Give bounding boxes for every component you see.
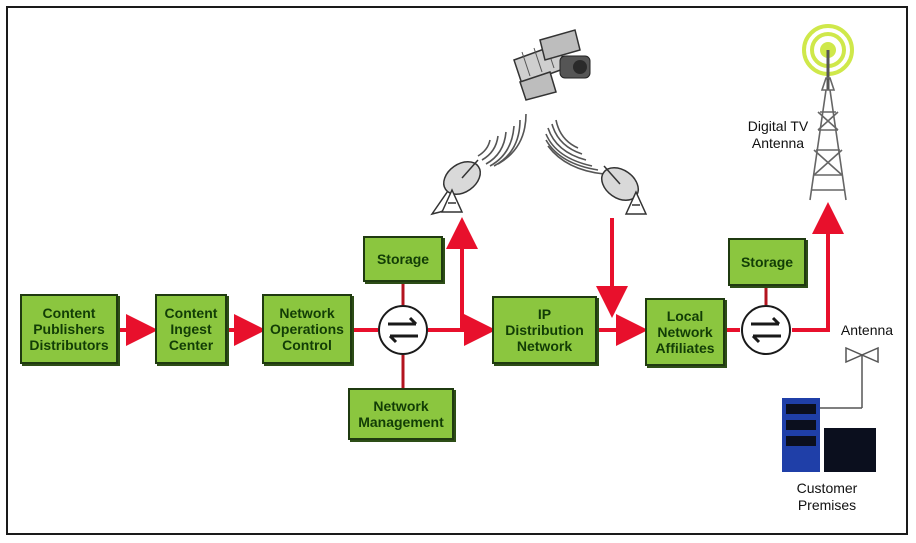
antenna-label: Antenna [840,322,894,338]
ip-distribution-box: IP Distribution Network [492,296,597,364]
customer-premises-label: Customer Premises [796,480,858,513]
satellite-dish-icon [430,159,481,216]
antenna-icon [820,346,879,409]
storage-box: Storage [728,238,806,286]
switch-icon [741,305,791,355]
signal-waves-icon [477,113,527,167]
content-publishers-box: Content Publishers Distributors [20,294,118,364]
digital-tv-antenna-label: Digital TV Antenna [747,118,809,151]
flow-arrows [118,202,844,346]
network-management-box: Network Management [348,388,454,440]
connectors [401,282,768,388]
arrow-switch2-to-tower [792,202,844,332]
satellite-dish-icon [601,165,648,215]
broadcast-tower-icon [802,24,854,201]
network-operations-box: Network Operations Control [262,294,352,364]
local-affiliates-box: Local Network Affiliates [645,298,725,366]
signal-waves-icon [545,119,605,175]
satellite-icon [513,29,591,101]
content-ingest-box: Content Ingest Center [155,294,227,364]
switch-icon [378,305,428,355]
customer-building-icon [782,398,876,472]
storage-box: Storage [363,236,443,282]
